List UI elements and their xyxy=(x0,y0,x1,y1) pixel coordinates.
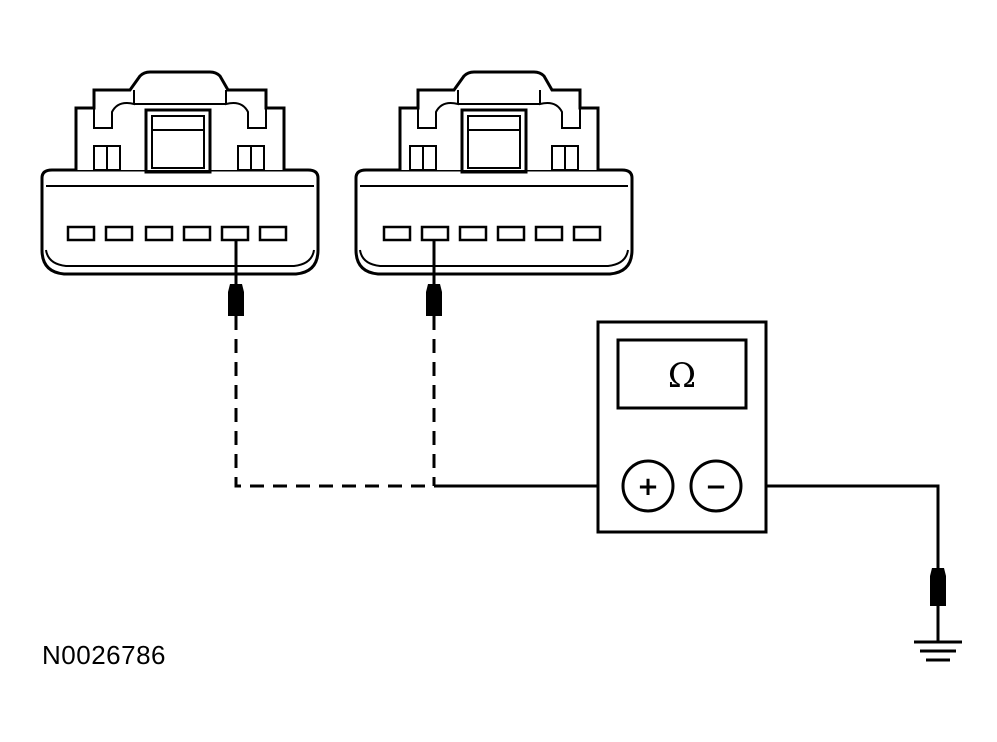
test-lead xyxy=(434,484,940,570)
ground-probe xyxy=(930,568,946,642)
ohmmeter: Ω + − xyxy=(596,320,768,534)
negative-terminal xyxy=(689,459,743,513)
ground-symbol-icon xyxy=(914,640,962,662)
probe-right xyxy=(426,240,442,316)
connector-left xyxy=(40,70,320,276)
probe-left xyxy=(228,240,244,316)
meter-display xyxy=(616,338,748,410)
ohm-symbol: Ω xyxy=(668,356,696,396)
figure-reference-number: N0026786 xyxy=(42,640,166,670)
connector-right xyxy=(354,70,634,276)
positive-terminal xyxy=(621,459,675,513)
dashed-lead xyxy=(234,316,436,488)
positive-symbol: + xyxy=(637,472,659,502)
negative-symbol: − xyxy=(705,472,727,502)
